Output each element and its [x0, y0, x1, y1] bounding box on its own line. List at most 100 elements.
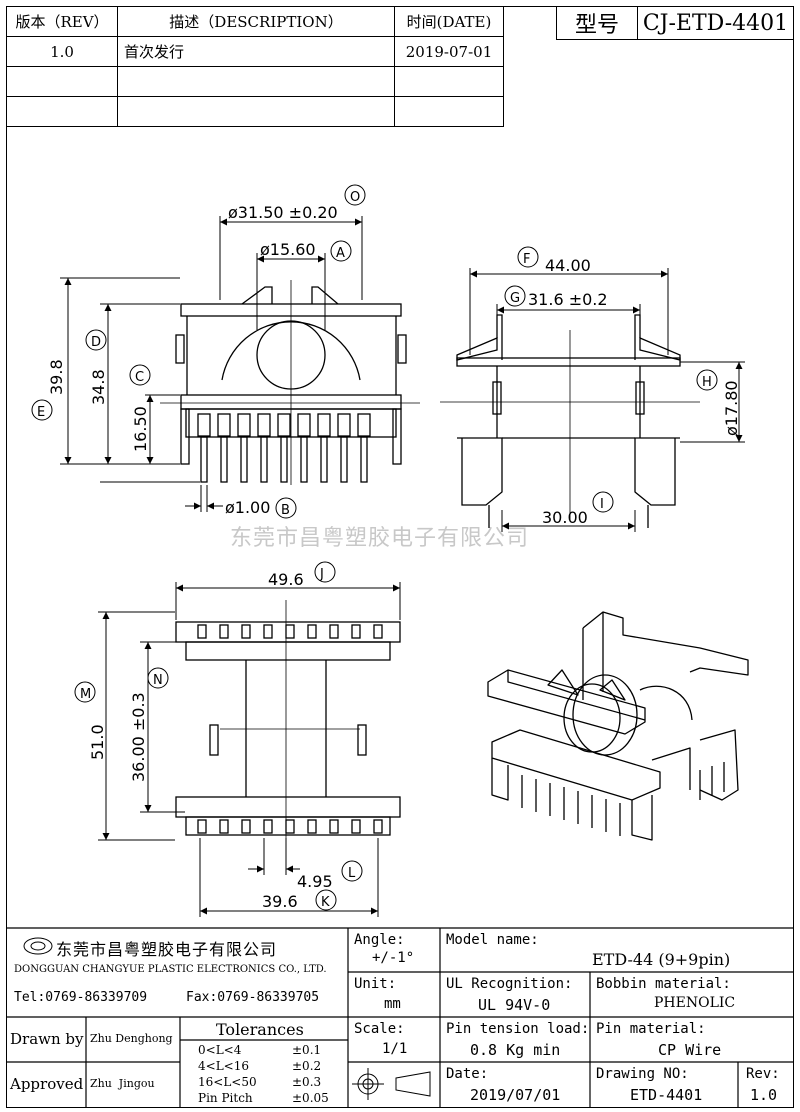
front-dimensions	[60, 216, 363, 512]
dim-i-text: 30.00	[542, 508, 588, 527]
svg-text:K: K	[321, 895, 330, 910]
tolerance-list: 0<L<4 ±0.1 4<L<16 ±0.2 16<L<50 ±0.3 Pin Pit…	[198, 1042, 344, 1106]
svg-text:F: F	[523, 252, 530, 267]
bottom-pins-top	[197, 624, 383, 639]
svg-text:G: G	[510, 291, 520, 306]
model-name-value: ETD-44 (9+9pin)	[592, 950, 731, 969]
tolerance-value: ±0.1	[292, 1043, 322, 1057]
svg-text:O: O	[350, 190, 360, 205]
dim-m-text: 51.0	[88, 724, 107, 760]
dim-j-text: 49.6	[268, 570, 304, 589]
company-name-en: DONGGUAN CHANGYUE PLASTIC ELECTRONICS CO…	[14, 964, 327, 975]
bottom-pins-bottom	[197, 819, 383, 834]
tolerance-range: 4<L<16	[198, 1059, 249, 1073]
tolerance-row: 0<L<4 ±0.1	[198, 1042, 344, 1058]
front-view	[160, 280, 420, 485]
ul-label: UL Recognition:	[446, 976, 573, 992]
isometric-view	[487, 611, 749, 841]
tolerance-range: Pin Pitch	[198, 1091, 253, 1105]
tolerance-value: ±0.05	[292, 1091, 329, 1105]
scale-label: Scale:	[354, 1021, 405, 1037]
side-view	[440, 314, 700, 528]
company-fax: Fax:0769-86339705	[186, 990, 320, 1005]
drawn-by-value: Zhu Denghong	[90, 1032, 173, 1045]
iso-pins	[521, 762, 725, 836]
model-label: 型号	[557, 7, 638, 39]
dim-g-text: 31.6 ±0.2	[528, 290, 608, 309]
ul-value: UL 94V-0	[478, 996, 551, 1014]
svg-text:B: B	[281, 503, 290, 518]
tolerance-range: 0<L<4	[198, 1043, 242, 1057]
model-value: CJ-ETD-4401	[642, 10, 789, 36]
tolerance-row: Pin Pitch ±0.05	[198, 1090, 344, 1106]
dim-f-text: 44.00	[545, 256, 591, 275]
pin-tension-label: Pin tension load:	[446, 1021, 590, 1037]
dim-c-text: 16.50	[131, 406, 150, 452]
dim-h-text: ø17.80	[722, 380, 741, 436]
rev-label: Rev:	[746, 1066, 780, 1082]
date-label: Date:	[446, 1066, 489, 1082]
date-header: 时间(DATE)	[394, 6, 504, 37]
pin-material-value: CP Wire	[658, 1041, 722, 1059]
drawn-by-label: Drawn by	[10, 1030, 84, 1048]
dim-o-text: ø31.50 ±0.20	[228, 203, 338, 222]
description-cell	[117, 66, 395, 97]
dim-l-text: 4.95	[297, 872, 333, 891]
date-cell: 2019-07-01	[394, 36, 504, 67]
svg-text:J: J	[319, 567, 324, 582]
dim-n-text: 36.00 ±0.3	[129, 692, 148, 782]
drawing-no-label: Drawing NO:	[596, 1066, 689, 1082]
pin-slots	[197, 413, 371, 437]
rev-value: 1.0	[750, 1086, 778, 1104]
angle-label: Angle:	[354, 932, 405, 948]
svg-text:E: E	[37, 405, 45, 420]
date-cell	[394, 96, 504, 127]
drawing-no-value: ETD-4401	[630, 1086, 703, 1104]
tolerance-range: 16<L<50	[198, 1075, 257, 1089]
model-box: 型号 CJ-ETD-4401	[556, 6, 794, 40]
angle-value: +/-1°	[372, 950, 415, 966]
svg-text:H: H	[702, 375, 712, 390]
tolerance-row: 16<L<50 ±0.3	[198, 1074, 344, 1090]
date-value: 2019/07/01	[470, 1086, 561, 1104]
rev-cell	[6, 96, 118, 127]
bobbin-material-label: Bobbin material:	[596, 976, 731, 992]
tolerance-value: ±0.2	[292, 1059, 322, 1073]
svg-text:A: A	[336, 246, 345, 261]
dim-a-text: ø15.60	[260, 240, 316, 259]
side-dimensions	[469, 268, 745, 532]
bobbin-material-value: PHENOLIC	[654, 995, 736, 1011]
svg-text:M: M	[80, 687, 91, 702]
watermark: 东莞市昌粤塑胶电子有限公司	[230, 526, 529, 551]
bottom-view	[175, 600, 401, 850]
revision-table: 版本（REV） 描述（DESCRIPTION） 时间(DATE) 1.0 首次发…	[6, 6, 504, 127]
dim-k-text: 39.6	[262, 892, 298, 911]
svg-text:D: D	[91, 335, 101, 350]
tolerances-label: Tolerances	[216, 1020, 304, 1039]
dim-d-text: 34.8	[89, 369, 108, 405]
bottom-labels: 49.6 J M 51.0 N 36.00 ±0.3 4.95 L 39.6 K	[74, 561, 363, 911]
dim-e-text: 39.8	[47, 359, 66, 395]
company-name-cn: 东莞市昌粤塑胶电子有限公司	[56, 940, 278, 959]
tolerance-value: ±0.3	[292, 1075, 322, 1089]
description-header: 描述（DESCRIPTION）	[117, 6, 395, 37]
pin-material-label: Pin material:	[596, 1021, 706, 1037]
svg-text:C: C	[135, 370, 144, 385]
svg-text:N: N	[153, 673, 163, 688]
side-labels: F 44.00 G 31.6 ±0.2 H ø17.80 I 30.00	[504, 246, 741, 527]
company-tel: Tel:0769-86339709	[14, 990, 148, 1005]
unit-label: Unit:	[354, 976, 397, 992]
front-labels: ø31.50 ±0.20 O ø15.60 A ø1.00 B C 16.50 …	[31, 184, 366, 519]
pins	[200, 436, 368, 483]
dim-b-text: ø1.00	[225, 498, 270, 517]
approved-label: Approved	[10, 1075, 84, 1093]
description-cell	[117, 96, 395, 127]
tolerance-row: 4<L<16 ±0.2	[198, 1058, 344, 1074]
pin-tension-value: 0.8 Kg min	[470, 1041, 561, 1059]
technical-drawing: 东莞市昌粤塑胶电子有限公司	[31, 184, 749, 917]
unit-value: mm	[384, 996, 401, 1012]
model-name-label: Model name:	[446, 932, 539, 948]
bottom-dimensions	[98, 582, 401, 917]
approved-value: Zhu Jingou	[90, 1077, 155, 1090]
svg-text:I: I	[600, 497, 604, 512]
